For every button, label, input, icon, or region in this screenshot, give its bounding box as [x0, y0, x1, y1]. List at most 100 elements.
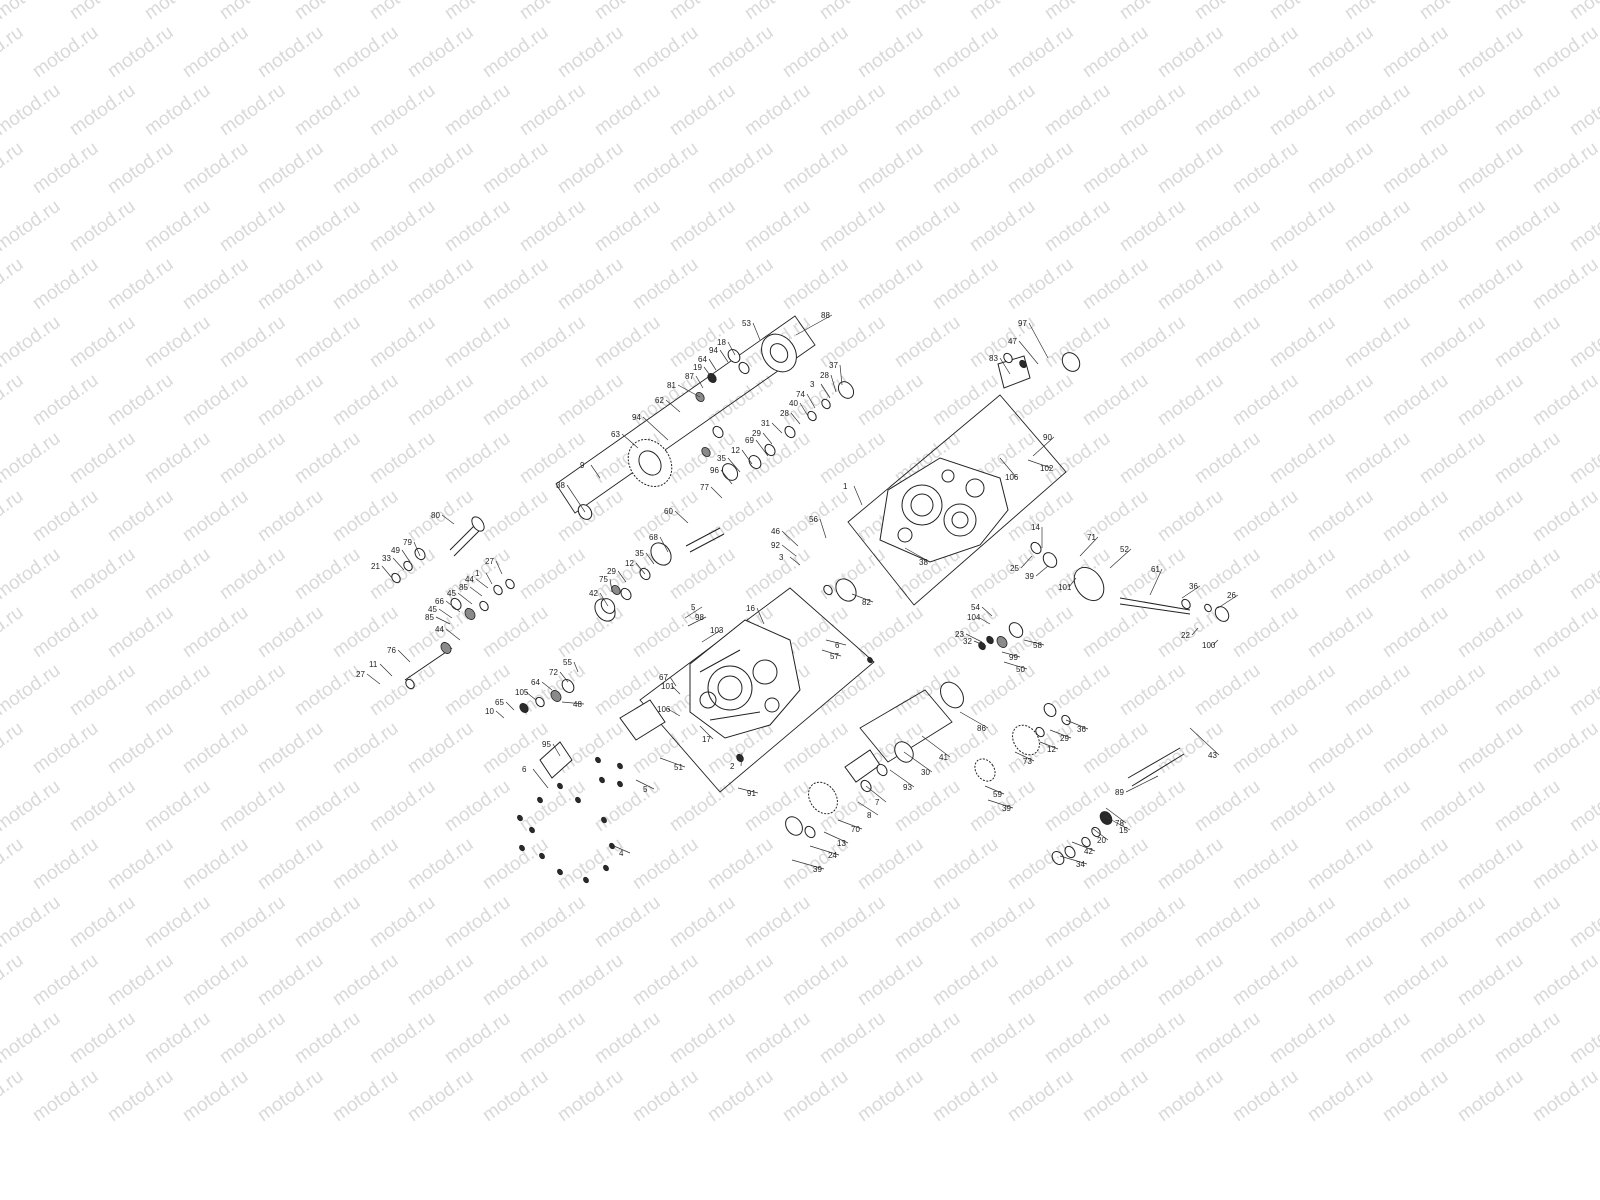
watermark-text: motod.ru — [216, 544, 289, 604]
leader-line — [1149, 568, 1163, 596]
part-callout: 100 — [1202, 639, 1219, 650]
part-number-label: 32 — [963, 637, 972, 646]
watermark-text: motod.ru — [366, 1008, 439, 1068]
leader-line — [532, 768, 549, 789]
part-number-label: 16 — [746, 604, 755, 613]
part-callout: 102 — [1027, 459, 1054, 473]
part-shape — [1030, 541, 1042, 555]
watermark-text: motod.ru — [554, 370, 627, 430]
watermark-text: motod.ru — [854, 1066, 927, 1126]
watermark-text: motod.ru — [1229, 138, 1302, 198]
leader-line — [667, 708, 681, 717]
leader-line — [1018, 340, 1039, 365]
part-shape — [611, 584, 621, 596]
watermark-text: motod.ru — [254, 370, 327, 430]
part-number-label: 104 — [967, 613, 981, 622]
watermark-text: motod.ru — [1304, 254, 1377, 314]
leader-line — [740, 752, 743, 767]
watermark-text: motod.ru — [554, 22, 627, 82]
part-number-label: 41 — [939, 753, 948, 762]
watermark-text: motod.ru — [1529, 22, 1600, 82]
part-callout: 7 — [865, 785, 887, 807]
leader-line — [819, 518, 827, 539]
part-number-label: 80 — [431, 511, 440, 520]
leader-line — [590, 464, 601, 479]
watermark-text: motod.ru — [254, 718, 327, 778]
part-shape — [748, 455, 762, 469]
leader-line — [609, 578, 613, 593]
part-number-label: 106 — [1005, 473, 1019, 482]
watermark-text: motod.ru — [1566, 544, 1600, 604]
watermark-text: motod.ru — [104, 834, 177, 894]
part-shape — [583, 876, 589, 884]
watermark-text: motod.ru — [666, 1008, 739, 1068]
watermark-text: motod.ru — [441, 80, 514, 140]
part-number-label: 100 — [1202, 641, 1216, 650]
watermark-text: motod.ru — [666, 196, 739, 256]
watermark-text: motod.ru — [141, 776, 214, 836]
part-shape — [1081, 836, 1091, 848]
part-number-label: 31 — [761, 419, 770, 428]
watermark-text: motod.ru — [66, 776, 139, 836]
leader-line — [1049, 729, 1072, 739]
leader-line — [720, 469, 733, 485]
watermark-text: motod.ru — [1266, 0, 1339, 24]
shaft-89 — [1127, 747, 1185, 787]
watermark-text: motod.ru — [1004, 254, 1077, 314]
watermark-text: motod.ru — [1154, 138, 1227, 198]
part-callout: 86 — [959, 711, 989, 733]
part-callout: 39 — [987, 799, 1014, 813]
watermark-text: motod.ru — [854, 950, 927, 1010]
part-callout: 92 — [771, 541, 797, 557]
part-number-label: 101 — [661, 682, 675, 691]
watermark-text: motod.ru — [1304, 950, 1377, 1010]
watermark-text: motod.ru — [1454, 254, 1527, 314]
watermark-text: motod.ru — [329, 1066, 402, 1126]
part-callout: 29 — [752, 429, 773, 445]
part-callout: 41 — [921, 735, 951, 762]
watermark-text: motod.ru — [329, 486, 402, 546]
leader-line — [903, 751, 933, 773]
watermark-text: motod.ru — [1191, 892, 1264, 952]
part-callout: 73 — [1014, 751, 1035, 766]
watermark-text: motod.ru — [1341, 0, 1414, 24]
watermark-text: motod.ru — [1416, 892, 1489, 952]
part-number-label: 94 — [632, 413, 641, 422]
part-callout: 72 — [549, 668, 569, 683]
part-shape — [823, 584, 833, 596]
watermark-text: motod.ru — [741, 892, 814, 952]
watermark-text: motod.ru — [929, 138, 1002, 198]
part-number-label: 36 — [1189, 582, 1198, 591]
frame-86 — [859, 689, 953, 763]
part-number-label: 46 — [771, 527, 780, 536]
watermark-text: motod.ru — [704, 486, 777, 546]
leader-line — [1189, 727, 1220, 756]
ring-gear — [627, 439, 673, 487]
watermark-text: motod.ru — [1416, 1008, 1489, 1068]
watermark-text: motod.ru — [441, 196, 514, 256]
leader-line — [559, 671, 569, 683]
part-callout: 59 — [984, 785, 1005, 799]
part-callout: 45 — [447, 589, 473, 605]
watermark-text: motod.ru — [1454, 22, 1527, 82]
part-number-label: 74 — [796, 390, 805, 399]
watermark-text: motod.ru — [591, 80, 664, 140]
leader-line — [839, 364, 843, 386]
watermark-text: motod.ru — [291, 312, 364, 372]
part-number-label: 72 — [549, 668, 558, 677]
watermark-text: motod.ru — [179, 22, 252, 82]
part-number-label: 10 — [485, 707, 494, 716]
watermark-text: motod.ru — [516, 428, 589, 488]
part-callout: 50 — [1003, 661, 1028, 674]
watermark-text: motod.ru — [216, 892, 289, 952]
watermark-text: motod.ru — [554, 834, 627, 894]
watermark-text: motod.ru — [554, 718, 627, 778]
part-number-label: 81 — [667, 381, 676, 390]
part-number-label: 21 — [371, 562, 380, 571]
watermark-text: motod.ru — [479, 22, 552, 82]
watermark-text: motod.ru — [1416, 0, 1489, 24]
watermark-text: motod.ru — [1229, 718, 1302, 778]
watermark-text: motod.ru — [1154, 1066, 1227, 1126]
watermark-text: motod.ru — [179, 602, 252, 662]
leader-line — [1059, 855, 1088, 865]
